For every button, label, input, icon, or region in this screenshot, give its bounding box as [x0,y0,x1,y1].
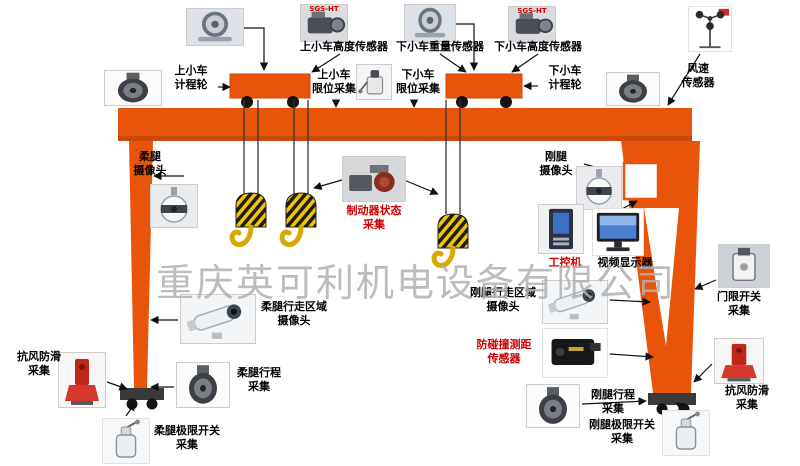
label-flexible-leg-travel: 柔腿行程 采集 [237,366,281,394]
rigid-leg-travel-wheel-photo [526,384,580,428]
trolley-limit-switch-photo [356,64,392,100]
hoist-cables [243,100,461,214]
bullet-camera-icon [181,295,255,343]
hook-block-1 [229,192,267,247]
brake-photo [342,156,406,202]
label-door-limit-switch: 门限开关 采集 [717,290,761,318]
rigid-leg-bogie [648,393,696,405]
label-anti-collision-sensor: 防碰撞测距 传感器 [476,338,532,366]
label-rigid-leg-limit-switch: 刚腿极限开关 采集 [589,418,655,446]
label-video-display: 视频显示器 [597,256,653,269]
label-flexible-leg-camera: 柔腿 摄像头 [133,150,167,178]
label-brake-status: 制动器状态 采集 [346,204,402,232]
video-display-photo [592,208,644,256]
dome-camera-icon [151,185,197,227]
label-rigid-leg-area-camera: 刚腿行走区域 摄像头 [470,286,536,314]
lower-trolley [445,73,523,99]
anti-wind-clamp-photo-left [58,352,106,408]
ring-sensor-icon [405,5,455,41]
weight-sensor-photo-2 [404,4,456,42]
main-beam-edge [118,136,692,141]
label-rigid-leg-travel: 刚腿行程 采集 [591,388,635,416]
label-flexible-leg-area-camera: 柔腿行走区域 摄像头 [261,300,327,328]
upper-trolley-wheel [287,96,299,108]
odometer-wheel-icon [177,363,229,407]
label-anti-wind-left: 抗风防滑 采集 [17,350,61,378]
lower-height-sensor-photo: SGS-HT [508,6,556,42]
monitor-icon [593,209,643,255]
door-limit-switch-icon [719,245,769,287]
height-sensor-model-caption: SGS-HT [517,7,547,15]
flexible-leg-limit-switch-photo [102,418,150,464]
ring-sensor-icon [187,9,243,45]
lower-trolley-wheel [456,96,468,108]
dome-camera-icon [577,167,621,209]
hook-block-2 [279,192,317,247]
gantry-crane [118,73,700,415]
door-limit-switch-photo [718,244,770,288]
label-anti-wind-right: 抗风防滑 采集 [725,384,769,412]
upper-odometer-wheel-photo [104,70,162,106]
main-beam [118,108,692,141]
limit-switch-icon [357,65,391,99]
upper-height-sensor-photo: SGS-HT [300,4,348,42]
flexible-leg-area-camera-photo [180,294,256,344]
operator-cab [622,161,660,201]
odometer-wheel-icon [607,73,659,105]
upper-trolley-wheel [241,96,253,108]
lower-odometer-wheel-photo [606,72,660,106]
limit-switch-icon [663,411,709,455]
rigid-leg-area-camera-photo [542,280,608,324]
ranging-sensor-icon [543,329,607,377]
label-flexible-leg-limit-switch: 柔腿极限开关 采集 [154,424,220,452]
anti-wind-clamp-photo-right [714,338,764,384]
flexible-leg-camera-photo [150,184,198,228]
wind-speed-sensor-photo [688,6,732,52]
rigid-leg-cutout [644,208,679,346]
brake-icon [343,157,405,201]
flexible-leg-bogie [120,388,164,400]
height-sensor-model-caption: SGS-HT [309,5,339,13]
label-upper-trolley-limit: 上小车 限位采集 [312,68,356,96]
flexible-leg-wheel [146,398,158,410]
label-lower-trolley-weight-sensor: 下小车重量传感器 [396,40,484,53]
industrial-pc-icon [539,205,583,253]
odometer-wheel-icon [105,71,161,105]
label-upper-trolley-odometer: 上小车 计程轮 [174,64,208,92]
odometer-wheel-icon [527,385,579,427]
rail-clamp-icon [715,339,763,383]
industrial-computer-photo [538,204,584,254]
label-upper-trolley-height-sensor: 上小车高度传感器 [300,40,388,53]
label-wind-speed-sensor: 风速 传感器 [681,62,715,90]
label-rigid-leg-camera: 刚腿 摄像头 [539,150,573,178]
anemometer-icon [689,7,731,51]
upper-trolley [229,73,311,99]
rigid-leg-limit-switch-photo [662,410,710,456]
anti-collision-sensor-photo [542,328,608,378]
flexible-leg-travel-wheel-photo [176,362,230,408]
label-lower-trolley-height-sensor: 下小车高度传感器 [494,40,582,53]
weight-sensor-photo [186,8,244,46]
label-lower-trolley-limit: 下小车 限位采集 [396,68,440,96]
label-industrial-computer: 工控机 [548,256,582,269]
hook-block-3 [431,213,469,268]
bullet-camera-icon [543,281,607,323]
flexible-leg [129,141,153,388]
label-lower-trolley-odometer: 下小车 计程轮 [548,64,582,92]
lower-trolley-wheel [500,96,512,108]
